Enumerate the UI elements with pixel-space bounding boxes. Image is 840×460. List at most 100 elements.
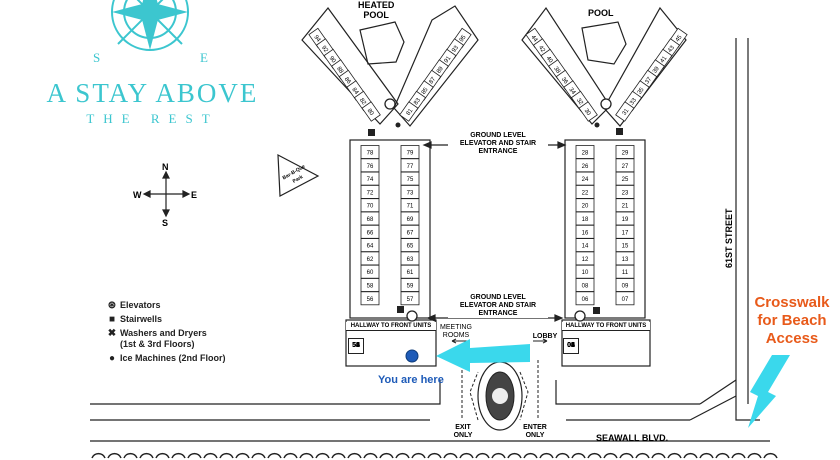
brand-block: A STAY ABOVE THE REST [40, 78, 265, 127]
unit-cell: 15 [615, 238, 635, 253]
unit-cell: 60 [360, 264, 380, 279]
unit-cell: 31 [615, 101, 635, 122]
bbq-park-marker [277, 153, 320, 197]
pool-label: POOL [588, 8, 614, 18]
svg-text:63: 63 [407, 257, 414, 263]
svg-text:76: 76 [367, 164, 374, 170]
you-are-here-label: You are here [378, 374, 444, 386]
heated-pool-shape [359, 21, 405, 65]
unit-cell: 70 [360, 198, 380, 213]
svg-text:44: 44 [529, 34, 538, 43]
exit-only-label: EXIT ONLY [453, 424, 473, 439]
svg-text:07: 07 [622, 297, 629, 303]
map-legend: ⊛ Elevators ■ Stairwells ✖ Washers and D… [104, 300, 226, 367]
svg-text:87: 87 [428, 76, 437, 85]
unit-cell: 09 [615, 278, 635, 292]
lobby-arrow [533, 338, 548, 344]
svg-text:89: 89 [436, 65, 445, 74]
svg-text:80: 80 [366, 108, 375, 117]
svg-text:56: 56 [367, 297, 374, 303]
unit-cell: 75 [400, 171, 420, 186]
unit-cell: 58 [360, 278, 380, 292]
svg-text:60: 60 [367, 270, 374, 276]
svg-text:08: 08 [582, 284, 589, 290]
svg-text:74: 74 [367, 177, 374, 183]
svg-text:38: 38 [552, 66, 561, 75]
roads [90, 38, 770, 442]
svg-text:78: 78 [367, 151, 374, 157]
svg-text:12: 12 [582, 257, 589, 263]
compass-w: W [133, 190, 142, 200]
svg-text:77: 77 [407, 164, 414, 170]
svg-text:39: 39 [652, 65, 661, 74]
shoreline-waves [91, 452, 778, 459]
svg-text:15: 15 [622, 244, 629, 250]
svg-text:40: 40 [545, 55, 554, 64]
svg-text:23: 23 [622, 190, 629, 196]
svg-text:11: 11 [622, 270, 629, 276]
svg-text:86: 86 [343, 76, 352, 85]
heated-pool-label: HEATED POOL [358, 0, 395, 20]
svg-text:64: 64 [367, 244, 374, 250]
compass-letter-e: E [200, 50, 208, 65]
unit-cell: 22 [575, 184, 595, 199]
svg-text:16: 16 [582, 230, 589, 236]
unit-cell: 64 [360, 238, 380, 253]
unit-cell: 79 [400, 145, 420, 159]
legend-label: Ice Machines (2nd Floor) [120, 353, 226, 363]
unit-cell: 16 [575, 224, 595, 239]
svg-text:75: 75 [407, 177, 414, 183]
svg-text:09: 09 [622, 284, 629, 290]
unit-cell: 56 [360, 291, 380, 306]
svg-text:65: 65 [407, 244, 414, 250]
unit-cell: 07 [615, 291, 635, 306]
unit-cell: 59 [400, 278, 420, 292]
svg-text:72: 72 [367, 190, 374, 196]
unit-cell: 72 [360, 184, 380, 199]
meeting-rooms-arrow [451, 338, 467, 344]
crosswalk-label: Crosswalk for Beach Access [754, 294, 830, 347]
unit-cell: 55 [348, 338, 364, 354]
unit-cell: 29 [615, 145, 635, 159]
svg-text:14: 14 [582, 244, 589, 250]
unit-cell: 10 [575, 264, 595, 279]
svg-text:35: 35 [637, 86, 646, 95]
svg-text:91: 91 [444, 55, 453, 64]
svg-text:13: 13 [622, 257, 629, 263]
pool-shape [581, 21, 627, 65]
unit-cell: 17 [615, 224, 635, 239]
unit-cell: 08 [575, 278, 595, 292]
unit-cell: 66 [360, 224, 380, 239]
unit-cell: 71 [400, 198, 420, 213]
road-arrows [461, 360, 539, 421]
svg-text:58: 58 [367, 284, 374, 290]
svg-text:34: 34 [567, 87, 576, 96]
unit-cell: 65 [400, 238, 420, 253]
legend-item-ice: ● Ice Machines (2nd Floor) [104, 353, 226, 364]
unit-cell: 21 [615, 198, 635, 213]
svg-text:84: 84 [350, 87, 359, 96]
svg-text:21: 21 [622, 204, 629, 210]
seawall-label: SEAWALL BLVD. [596, 433, 669, 443]
lobby-label: LOBBY [532, 333, 558, 340]
svg-text:37: 37 [644, 76, 653, 85]
unit-cell: 81 [399, 101, 419, 122]
svg-text:28: 28 [582, 151, 589, 157]
stairwell-icon: ■ [108, 314, 116, 325]
svg-text:06: 06 [582, 297, 589, 303]
svg-text:71: 71 [407, 204, 414, 210]
svg-text:17: 17 [622, 230, 629, 236]
svg-text:70: 70 [367, 204, 374, 210]
unit-cell: 57 [400, 291, 420, 306]
brand-title: A STAY ABOVE [46, 78, 259, 108]
svg-text:20: 20 [582, 204, 589, 210]
svg-text:43: 43 [667, 44, 676, 53]
unit-cell: 69 [400, 211, 420, 226]
svg-text:88: 88 [335, 66, 344, 75]
svg-text:68: 68 [367, 217, 374, 223]
svg-text:33: 33 [629, 97, 638, 106]
svg-text:90: 90 [328, 55, 337, 64]
direction-compass [142, 170, 191, 218]
legend-label: Stairwells [120, 314, 163, 324]
